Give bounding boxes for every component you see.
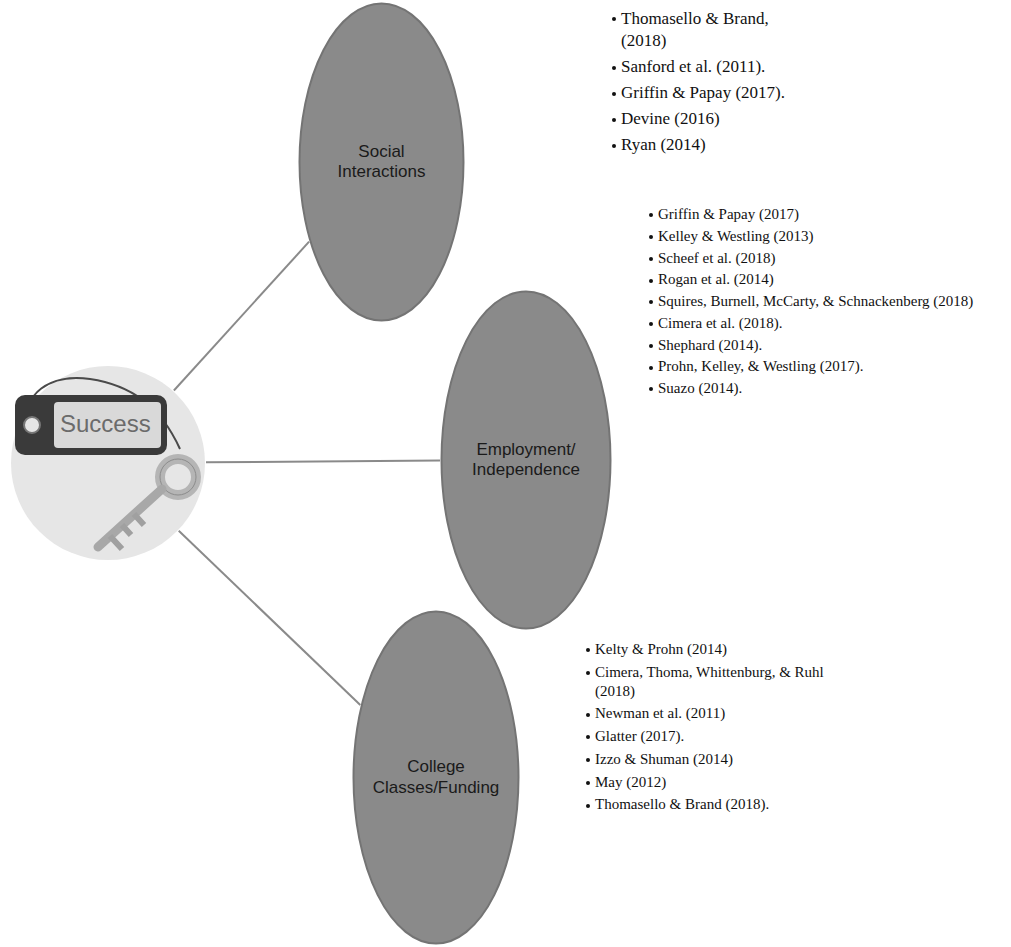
reference-list: Thomasello & Brand, (2018) Sanford et al.…: [612, 8, 794, 161]
topic-label: Employment/ Independence: [458, 440, 594, 481]
bullet-dot: [612, 17, 616, 21]
reference-text: Scheef et al. (2018): [658, 250, 775, 266]
reference-text: May (2012): [595, 774, 666, 790]
reference-text: Shephard (2014).: [658, 337, 762, 353]
bullet-dot: [649, 213, 653, 217]
reference-text: Thomasello & Brand, (2018): [621, 9, 769, 50]
bullet-dot: [586, 648, 590, 652]
bullet-dot: [649, 344, 653, 348]
reference-item: Kelley & Westling (2013): [649, 227, 1005, 246]
bullet-dot: [586, 804, 590, 808]
reference-item: Sanford et al. (2011).: [612, 56, 794, 78]
topic-ellipse: Employment/ Independence: [440, 290, 612, 630]
reference-item: Cimera et al. (2018).: [649, 314, 1005, 333]
reference-text: Prohn, Kelley, & Westling (2017).: [658, 358, 863, 374]
reference-item: Ryan (2014): [612, 134, 794, 156]
connector-line: [206, 461, 440, 463]
bullet-dot: [649, 300, 653, 304]
reference-item: Thomasello & Brand (2018).: [586, 795, 838, 814]
reference-text: Glatter (2017).: [595, 728, 684, 744]
reference-text: Cimera, Thoma, Whittenburg, & Ruhl (2018…: [595, 664, 824, 699]
topic-label: College Classes/Funding: [368, 757, 504, 798]
reference-text: Griffin & Papay (2017).: [621, 83, 785, 102]
reference-text: Griffin & Papay (2017): [658, 206, 799, 222]
reference-text: Ryan (2014): [621, 135, 706, 154]
bullet-dot: [586, 758, 590, 762]
reference-text: Thomasello & Brand (2018).: [595, 796, 769, 812]
bullet-dot: [649, 279, 653, 283]
reference-item: Thomasello & Brand, (2018): [612, 8, 794, 52]
reference-item: Shephard (2014).: [649, 336, 1005, 355]
reference-text: Newman et al. (2011): [595, 705, 725, 721]
reference-item: Kelty & Prohn (2014): [586, 640, 838, 659]
bullet-dot: [612, 144, 616, 148]
key-illustration: [10, 365, 206, 561]
bullet-dot: [649, 322, 653, 326]
bullet-dot: [586, 671, 590, 675]
reference-list: Kelty & Prohn (2014) Cimera, Thoma, Whitt…: [586, 640, 838, 818]
reference-item: Glatter (2017).: [586, 727, 838, 746]
reference-text: Kelley & Westling (2013): [658, 228, 814, 244]
reference-text: Izzo & Shuman (2014): [595, 751, 733, 767]
bullet-dot: [586, 713, 590, 717]
reference-item: May (2012): [586, 773, 838, 792]
topic-label: Social Interactions: [314, 142, 450, 183]
reference-text: Sanford et al. (2011).: [621, 57, 765, 76]
bullet-dot: [649, 387, 653, 391]
reference-text: Kelty & Prohn (2014): [595, 641, 727, 657]
reference-item: Scheef et al. (2018): [649, 249, 1005, 268]
reference-item: Suazo (2014).: [649, 379, 1005, 398]
bullet-dot: [586, 781, 590, 785]
bullet-dot: [649, 257, 653, 261]
reference-item: Griffin & Papay (2017): [649, 205, 1005, 224]
topic-ellipse: College Classes/Funding: [352, 610, 520, 945]
reference-item: Cimera, Thoma, Whittenburg, & Ruhl (2018…: [586, 663, 838, 701]
reference-list: Griffin & Papay (2017) Kelley & Westling …: [649, 205, 1005, 401]
key-circle: Success: [10, 365, 206, 561]
bullet-dot: [649, 366, 653, 370]
reference-item: Newman et al. (2011): [586, 704, 838, 723]
bullet-dot: [586, 735, 590, 739]
tag-label: Success: [60, 410, 151, 439]
reference-text: Cimera et al. (2018).: [658, 315, 783, 331]
reference-item: Devine (2016): [612, 108, 794, 130]
reference-item: Squires, Burnell, McCarty, & Schnackenbe…: [649, 292, 1005, 311]
bullet-dot: [612, 118, 616, 122]
connector-line: [179, 531, 361, 705]
bullet-dot: [612, 66, 616, 70]
reference-item: Griffin & Papay (2017).: [612, 82, 794, 104]
reference-item: Izzo & Shuman (2014): [586, 750, 838, 769]
reference-text: Suazo (2014).: [658, 380, 742, 396]
topic-ellipse: Social Interactions: [298, 2, 465, 322]
reference-item: Rogan et al. (2014): [649, 270, 1005, 289]
connector-line: [174, 242, 309, 391]
bullet-dot: [612, 92, 616, 96]
bullet-dot: [649, 235, 653, 239]
reference-item: Prohn, Kelley, & Westling (2017).: [649, 357, 1005, 376]
reference-text: Rogan et al. (2014): [658, 271, 774, 287]
reference-text: Squires, Burnell, McCarty, & Schnackenbe…: [658, 293, 973, 309]
reference-text: Devine (2016): [621, 109, 720, 128]
